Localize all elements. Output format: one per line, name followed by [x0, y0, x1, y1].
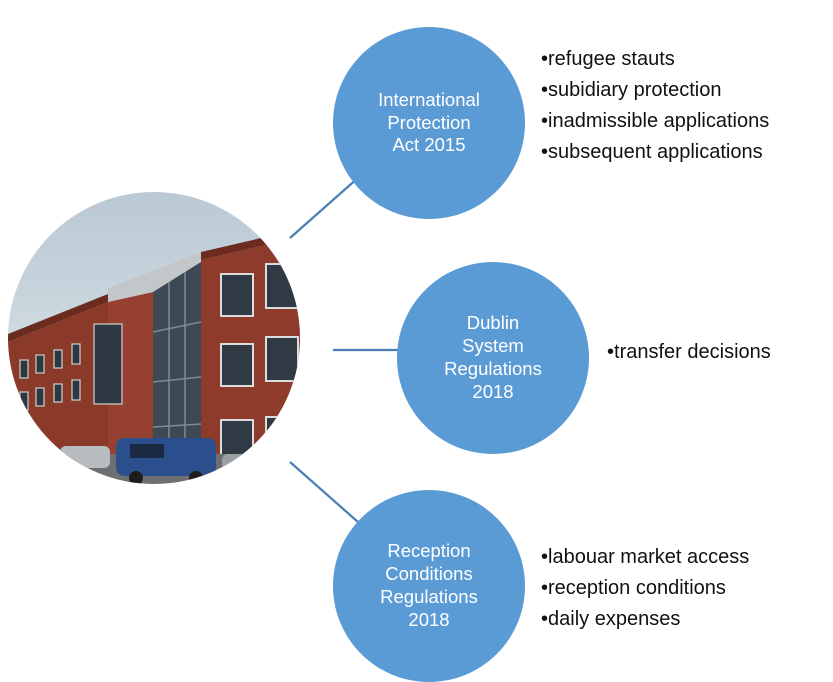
node-title-line: Act 2015: [392, 134, 466, 156]
bullet-item: inadmissible applications: [541, 106, 769, 137]
node-title-line: 2018: [408, 608, 450, 630]
node-title-line: Regulations: [444, 358, 542, 379]
bullet-item: labouar market access: [541, 542, 749, 573]
node-title-line: Regulations: [380, 586, 478, 607]
bullet-list-international-protection-act: refugee stauts subidiary protection inad…: [541, 44, 769, 168]
connector-line-rcr: [289, 461, 359, 523]
node-title-line: Dublin: [466, 312, 520, 334]
node-title-line: International: [378, 88, 480, 110]
node-title: International Protection Act 2015: [378, 89, 480, 158]
node-title-line: Protection: [387, 111, 471, 133]
bullet-list-dublin-system-regulations: transfer decisions: [607, 337, 771, 368]
node-dublin-system-regulations: Dublin System Regulations 2018: [397, 262, 589, 454]
node-title: Dublin System Regulations 2018: [444, 312, 542, 404]
bullet-item: subidiary protection: [541, 75, 769, 106]
node-international-protection-act: International Protection Act 2015: [333, 27, 525, 219]
node-title-line: Conditions: [385, 563, 473, 585]
bullet-item: daily expenses: [541, 604, 749, 635]
bullet-item: reception conditions: [541, 573, 749, 604]
building-photo: [8, 192, 300, 484]
node-title-line: 2018: [472, 380, 514, 402]
node-reception-conditions-regulations: Reception Conditions Regulations 2018: [333, 490, 525, 682]
node-title-line: Reception: [387, 540, 471, 562]
node-title: Reception Conditions Regulations 2018: [380, 540, 478, 632]
bullet-list-reception-conditions-regulations: labouar market access reception conditio…: [541, 542, 749, 635]
bullet-item: subsequent applications: [541, 137, 769, 168]
node-title-line: System: [462, 335, 524, 357]
bullet-item: transfer decisions: [607, 337, 771, 368]
connector-line-ipa: [289, 176, 360, 239]
office-building-photo-icon: [8, 192, 300, 484]
bullet-item: refugee stauts: [541, 44, 769, 75]
